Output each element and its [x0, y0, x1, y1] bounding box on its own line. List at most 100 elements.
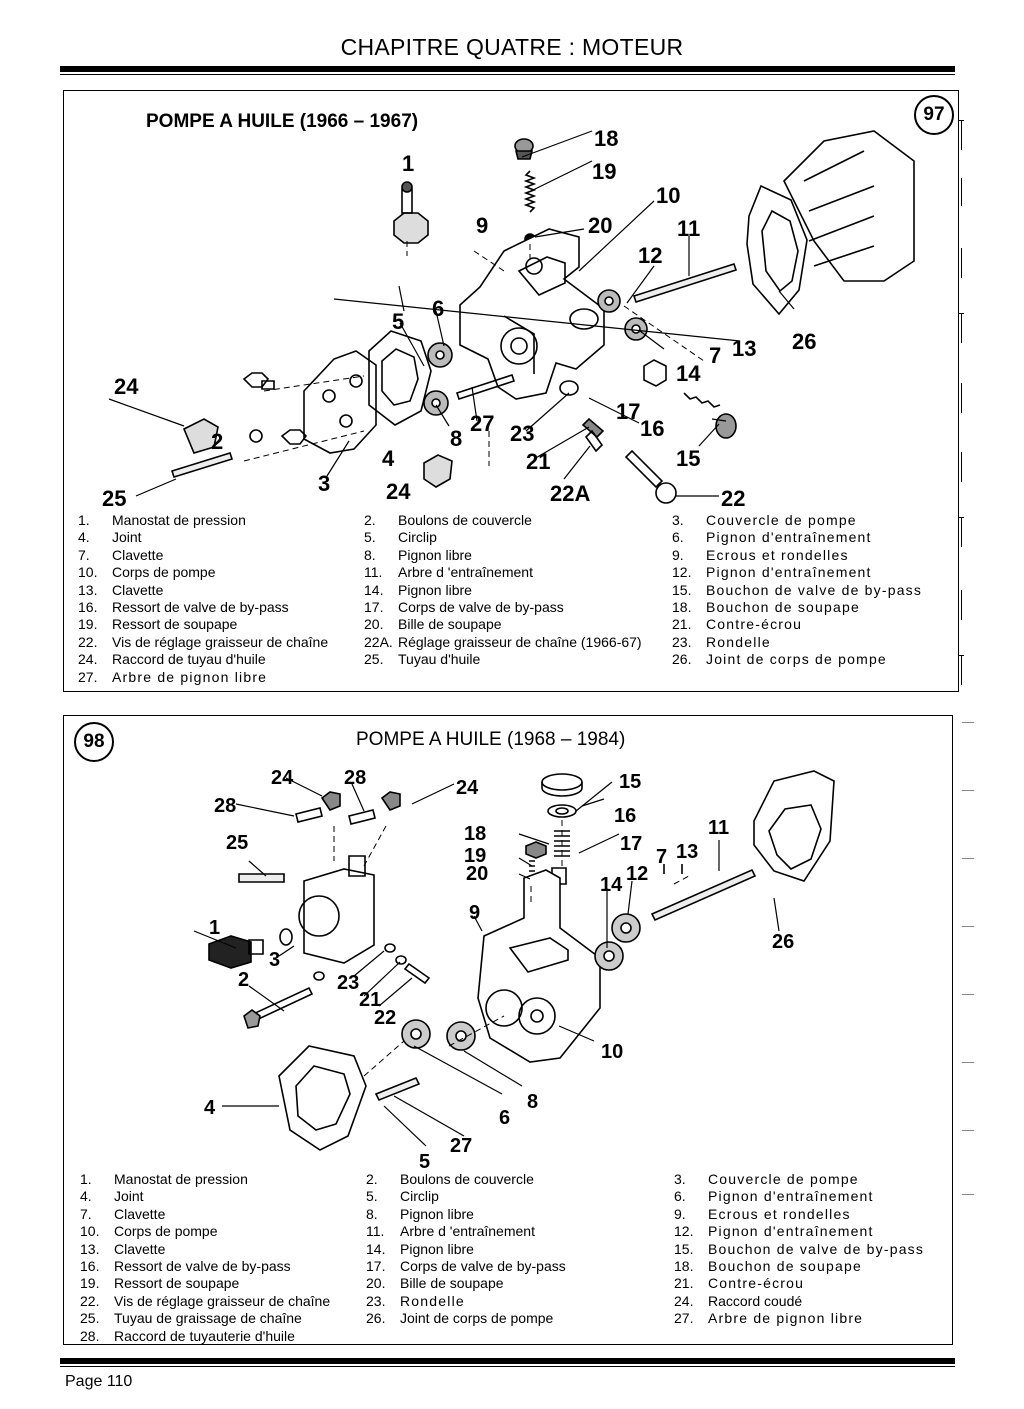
callout: 24 [386, 479, 411, 504]
margin-dash [962, 1194, 974, 1195]
callout: 17 [620, 833, 642, 855]
callout: 19 [464, 845, 486, 867]
callout: 6 [432, 296, 444, 321]
legend-item: 13.Clavette [78, 581, 164, 598]
figure-98-title: POMPE A HUILE (1968 – 1984) [356, 729, 626, 750]
callout: 10 [601, 1041, 623, 1063]
chapter-header: CHAPITRE QUATRE : MOTEUR [340, 34, 684, 60]
callout: 5 [392, 309, 404, 334]
legend-item: 19.Ressort de soupape [80, 1275, 240, 1292]
callout: 5 [419, 1151, 430, 1171]
callout: 14 [600, 874, 623, 896]
legend-item: 8.Pignon libre [366, 1205, 474, 1222]
legend-item: 18.Bouchon de soupape [674, 1258, 862, 1275]
legend-item: 25.Tuyau de graissage de chaîne [80, 1310, 302, 1327]
legend-item: 16.Ressort de valve de by-pass [78, 599, 289, 616]
margin-mark [961, 383, 962, 413]
legend-item: 17.Corps de valve de by-pass [366, 1258, 566, 1275]
callout: 13 [676, 841, 698, 863]
callout: 26 [792, 329, 816, 354]
callout: 15 [676, 446, 700, 471]
callout: 18 [594, 126, 618, 151]
legend-item: 22A.Réglage graisseur de chaîne (1966-67… [364, 633, 642, 650]
margin-dash [962, 1062, 974, 1063]
legend-item: 12.Pignon d'entraînement [674, 1223, 874, 1240]
callout: 7 [709, 343, 721, 368]
legend-item: 16.Ressort de valve de by-pass [80, 1258, 291, 1275]
callout: 3 [269, 949, 280, 971]
oil-pump-1968-exploded-diagram: 24 28 24 15 28 16 25 18 17 11 7 13 19 20… [193, 767, 835, 1171]
legend-item: 23.Rondelle [672, 633, 771, 650]
legend-item: 28.Raccord de tuyauterie d'huile [80, 1327, 295, 1344]
legend-item: 3.Couvercle de pompe [674, 1171, 859, 1187]
figure-97-title: POMPE A HUILE (1966 – 1967) [146, 111, 419, 132]
callout: 28 [214, 795, 236, 817]
callout: 8 [527, 1091, 538, 1113]
callout: 4 [204, 1097, 216, 1119]
callout: 12 [626, 863, 648, 885]
figure-98-legend-col-1: 1.Manostat de pression 4.Joint 7.Clavett… [80, 1171, 330, 1345]
callout: 22A [550, 481, 590, 506]
callout: 19 [592, 159, 616, 184]
callout: 16 [614, 805, 636, 827]
legend-item: 11.Arbre d 'entraînement [366, 1223, 535, 1240]
legend-item: 1.Manostat de pression [80, 1171, 248, 1187]
legend-item: 22.Vis de réglage graisseur de chaîne [80, 1292, 331, 1309]
margin-mark [961, 452, 962, 482]
margin-mark [956, 120, 964, 121]
callout: 24 [271, 767, 294, 789]
legend-item: 7.Clavette [78, 546, 164, 563]
margin-mark [961, 178, 962, 206]
callout: 14 [676, 361, 701, 386]
figure-98-callout-numbers: 24 28 24 15 28 16 25 18 17 11 7 13 19 20… [204, 767, 794, 1171]
legend-item: 14.Pignon libre [364, 581, 472, 598]
callout: 10 [656, 183, 680, 208]
legend-item: 27.Arbre de pignon libre [78, 668, 268, 685]
legend-item: 7.Clavette [80, 1205, 166, 1222]
figure-97-callout-numbers: 1 18 19 9 20 10 11 12 5 6 24 13 26 7 14 … [102, 126, 816, 511]
legend-item: 26.Joint de corps de pompe [672, 651, 887, 668]
margin-mark [961, 248, 962, 278]
legend-item: 9.Ecrous et rondelles [672, 546, 849, 563]
margin-dash [962, 1130, 974, 1131]
margin-dash [962, 858, 974, 859]
legend-item: 5.Circlip [364, 529, 437, 546]
callout: 20 [588, 213, 612, 238]
callout: 9 [469, 902, 480, 924]
page-number: Page 110 [65, 1373, 133, 1390]
callout: 25 [226, 832, 248, 854]
legend-item: 19.Ressort de soupape [78, 616, 238, 633]
callout: 26 [772, 931, 794, 953]
margin-dash [962, 790, 974, 791]
callout: 13 [732, 336, 756, 361]
callout: 8 [450, 426, 462, 451]
legend-item: 13.Clavette [80, 1240, 166, 1257]
callout: 9 [476, 213, 488, 238]
figure-98-panel: 98 POMPE A HUILE (1968 – 1984) [63, 715, 953, 1345]
callout: 1 [402, 151, 414, 176]
callout: 25 [102, 486, 126, 511]
legend-item: 17.Corps de valve de by-pass [364, 599, 564, 616]
margin-mark [961, 517, 962, 547]
legend-item: 10.Corps de pompe [80, 1223, 218, 1240]
figure-98-number-badge: 98 [74, 722, 114, 762]
callout: 12 [638, 243, 662, 268]
figure-98-legend-col-3: 3.Couvercle de pompe 6.Pignon d'entraîne… [674, 1171, 924, 1328]
margin-mark [961, 313, 962, 343]
callout: 7 [656, 846, 667, 868]
figure-97-panel: POMPE A HUILE (1966 – 1967) 9 7 [63, 90, 959, 692]
legend-item: 27.Arbre de pignon libre [674, 1310, 864, 1327]
legend-item: 21.Contre-écrou [674, 1275, 805, 1292]
figure-97-legend-col-2: 2.Boulons de couvercle 5.Circlip 8.Pigno… [364, 512, 642, 669]
margin-dash [962, 722, 974, 723]
legend-item: 22.Vis de réglage graisseur de chaîne [78, 633, 329, 650]
legend-item: 6.Pignon d'entraînement [674, 1188, 874, 1205]
callout: 2 [211, 429, 223, 454]
footer-rule-thin [60, 1366, 955, 1367]
callout: 27 [470, 411, 494, 436]
legend-item: 2.Boulons de couvercle [366, 1171, 534, 1187]
callout: 2 [238, 969, 249, 991]
legend-item: 24.Raccord de tuyau d'huile [78, 651, 266, 668]
callout: 27 [450, 1135, 472, 1157]
legend-item: 4.Joint [78, 529, 142, 546]
